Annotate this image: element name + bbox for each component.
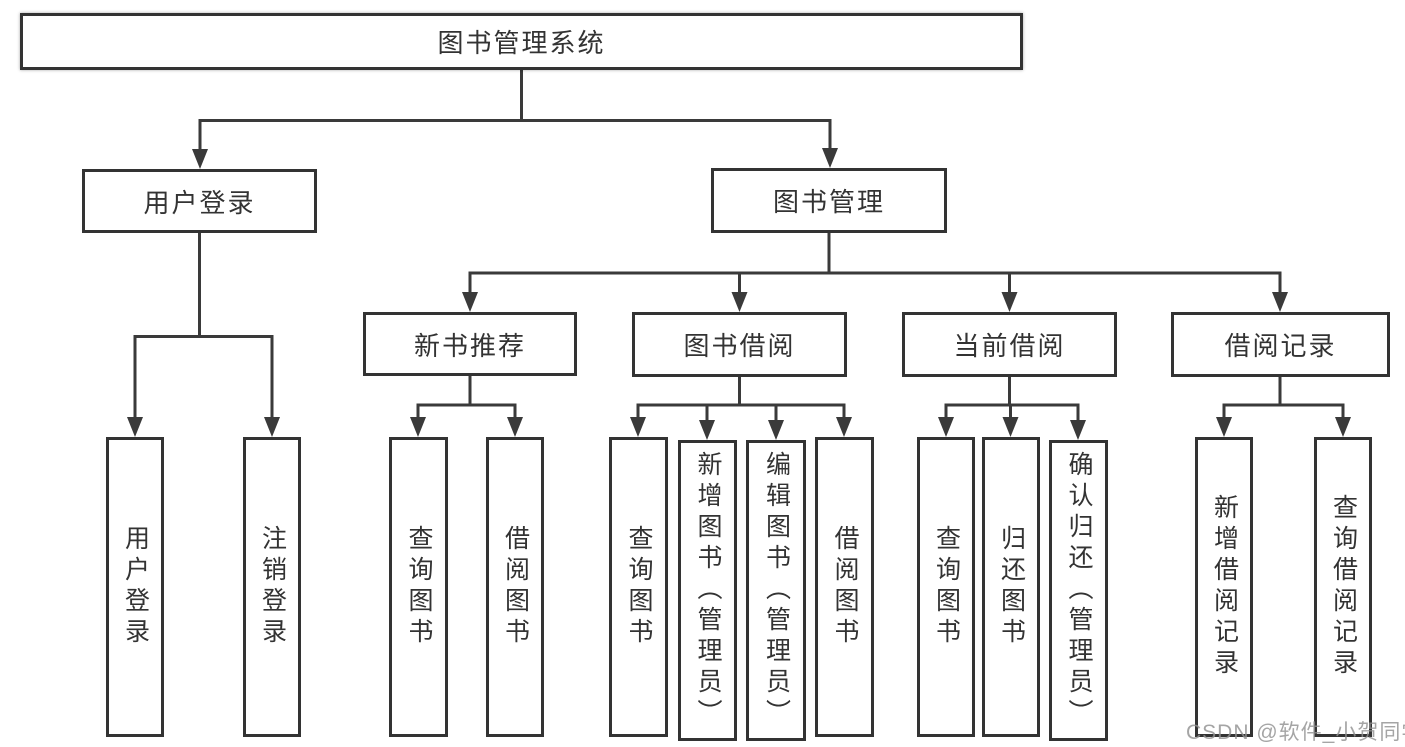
leaf-search-borrow-record: 查询借阅记录 (1314, 437, 1372, 737)
node-library-management-system: 图书管理系统 (20, 13, 1023, 70)
node-book-borrow: 图书借阅 (632, 312, 847, 377)
node-user-login: 用户登录 (82, 169, 317, 233)
leaf-add-books-admin: 新增图书（管理员） (678, 440, 737, 741)
leaf-user-login: 用户登录 (106, 437, 164, 737)
leaf-borrow-books: 借阅图书 (815, 437, 874, 737)
leaf-edit-books-admin: 编辑图书（管理员） (746, 440, 806, 741)
node-current-borrow: 当前借阅 (902, 312, 1117, 377)
node-borrow-records: 借阅记录 (1171, 312, 1390, 377)
leaf-add-borrow-record: 新增借阅记录 (1195, 437, 1253, 737)
leaf-search-books-borrow: 查询图书 (609, 437, 668, 737)
leaf-return-books: 归还图书 (982, 437, 1040, 737)
leaf-logout: 注销登录 (243, 437, 301, 737)
leaf-borrow-books-recommend: 借阅图书 (486, 437, 544, 737)
watermark: CSDN @软件_小贺同学 (1186, 721, 1405, 744)
node-new-book-recommend: 新书推荐 (363, 312, 577, 376)
leaf-confirm-return-admin: 确认归还（管理员） (1049, 440, 1108, 741)
node-book-management: 图书管理 (711, 168, 947, 233)
leaf-search-books-current: 查询图书 (917, 437, 975, 737)
leaf-search-books-recommend: 查询图书 (389, 437, 448, 737)
